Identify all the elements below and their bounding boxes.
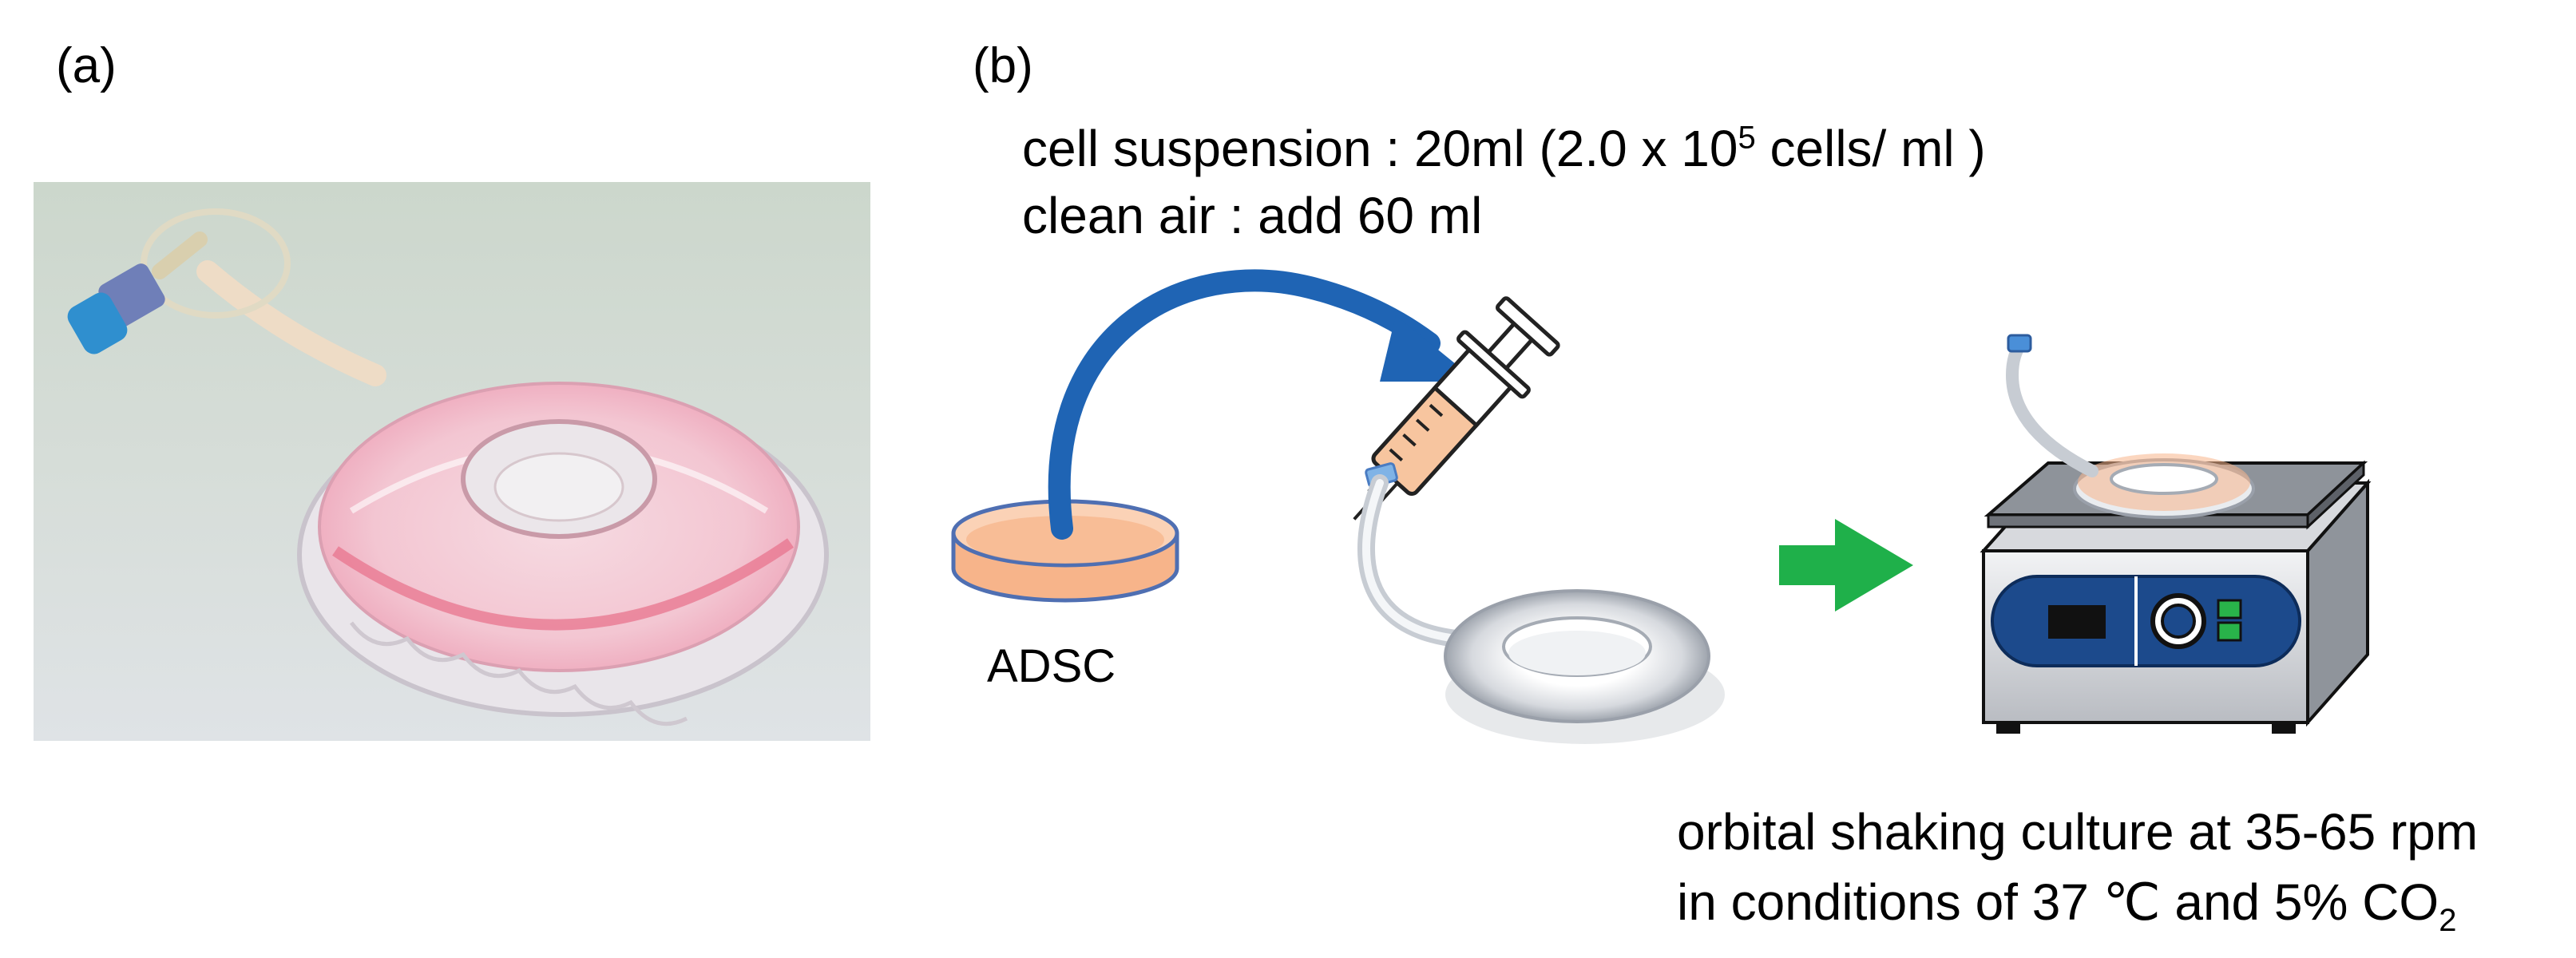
cell-suspension-text: cell suspension : 20ml (2.0 x 105 cells/… (1022, 120, 1986, 177)
culture-bag (297, 382, 829, 726)
shaker-culture-bag (2005, 334, 2255, 519)
syringe-icon (1353, 296, 1560, 521)
culture-caption-line1: orbital shaking culture at 35-65 rpm (1677, 803, 2479, 861)
adsc-label: ADSC (987, 640, 1116, 692)
culture-caption-line2: in conditions of 37 ℃ and 5% CO2 (1677, 873, 2457, 938)
bag-tube (67, 208, 386, 386)
clean-air-text: clean air : add 60 ml (1022, 187, 1483, 244)
panel-b-label: (b) (973, 38, 1033, 93)
panel-a-label: (a) (56, 38, 117, 93)
torus-culture-bag (1444, 589, 1725, 744)
process-arrow-icon (1779, 519, 1913, 612)
display-icon (2048, 605, 2106, 639)
panel-a-photo (34, 182, 870, 741)
orbital-shaker (1980, 334, 2372, 734)
button-icon (2217, 599, 2242, 620)
